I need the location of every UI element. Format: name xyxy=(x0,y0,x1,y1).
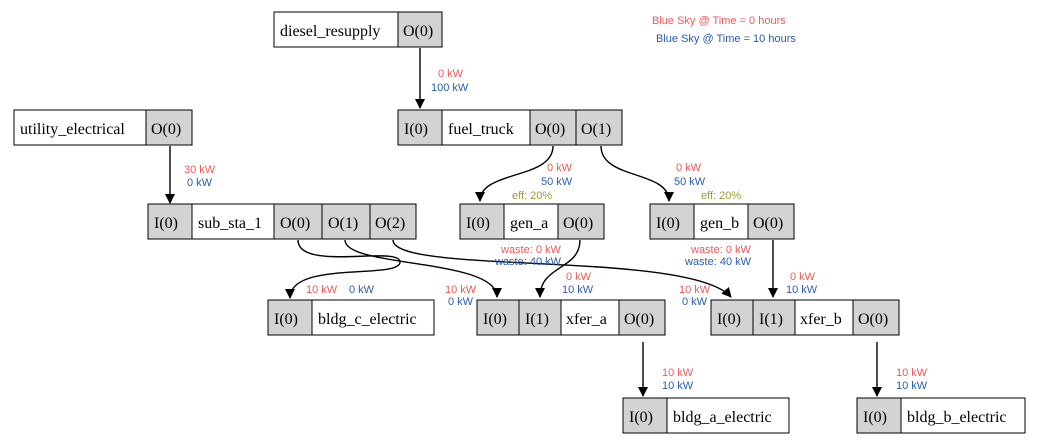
flow-label-t0: 0 kW xyxy=(790,271,816,283)
waste-label-t0: waste: 0 kW xyxy=(690,244,752,256)
node-bldg-a-electric[interactable]: I(0) bldg_a_electric xyxy=(622,397,790,434)
node-label: bldg_c_electric xyxy=(318,311,417,328)
node-label: xfer_b xyxy=(800,311,842,328)
efficiency-label: eff: 20% xyxy=(512,190,552,202)
node-fuel-truck[interactable]: I(0) fuel_truck O(0) O(1) xyxy=(397,109,623,146)
node-xfer-b[interactable]: I(0) I(1) xfer_b O(0) xyxy=(710,299,900,336)
output-port: O(0) xyxy=(563,215,593,232)
input-port: I(0) xyxy=(466,215,490,232)
edges xyxy=(165,48,882,397)
legend-t0: Blue Sky @ Time = 0 hours xyxy=(652,15,786,27)
output-port: O(0) xyxy=(403,23,433,40)
flow-label-t10: 50 kW xyxy=(541,176,573,188)
flow-label-t0: 0 kW xyxy=(547,162,573,174)
legend: Blue Sky @ Time = 0 hours Blue Sky @ Tim… xyxy=(652,15,796,45)
flow-label-t10: 0 kW xyxy=(448,296,474,308)
node-xfer-a[interactable]: I(0) I(1) xfer_a O(0) xyxy=(476,299,666,336)
input-port: I(1) xyxy=(759,311,783,328)
flow-label-t0: 10 kW xyxy=(445,284,477,296)
node-utility-electrical[interactable]: utility_electrical O(0) xyxy=(13,109,193,146)
edge-sub-to-bldg-c xyxy=(285,239,401,299)
edge-fuel-truck-to-gen-a xyxy=(475,145,554,202)
node-bldg-b-electric[interactable]: I(0) bldg_b_electric xyxy=(856,397,1026,434)
flow-label-t0: 30 kW xyxy=(184,164,216,176)
node-label: xfer_a xyxy=(566,311,607,328)
output-port: O(0) xyxy=(753,215,783,232)
flow-label-t0: 10 kW xyxy=(896,367,928,379)
legend-t10: Blue Sky @ Time = 10 hours xyxy=(656,33,796,45)
flow-label-t10: 50 kW xyxy=(674,176,706,188)
flow-label-t10: 10 kW xyxy=(786,284,818,296)
flow-label-t10: 0 kW xyxy=(187,177,213,189)
waste-label-t10: waste: 40 kW xyxy=(494,256,562,268)
input-port: I(0) xyxy=(483,311,507,328)
flow-label-t10: 10 kW xyxy=(896,380,928,392)
input-port: I(0) xyxy=(404,121,428,138)
flow-label-t0: 10 kW xyxy=(662,367,694,379)
node-label: sub_sta_1 xyxy=(198,215,262,232)
node-gen-b[interactable]: I(0) gen_b O(0) xyxy=(649,203,795,240)
node-label: fuel_truck xyxy=(448,121,514,138)
waste-label-t0: waste: 0 kW xyxy=(500,244,562,256)
waste-label-t10: waste: 40 kW xyxy=(684,256,752,268)
flow-label-t0: 0 kW xyxy=(676,162,702,174)
flow-label-t0: 10 kW xyxy=(679,284,711,296)
input-port: I(0) xyxy=(717,311,741,328)
input-port: I(0) xyxy=(863,409,887,426)
flow-label-t10: 100 kW xyxy=(431,82,469,94)
flow-label-t0: 0 kW xyxy=(566,271,592,283)
output-port: O(0) xyxy=(151,121,181,138)
output-port: O(2) xyxy=(375,215,405,232)
output-port: O(1) xyxy=(581,121,611,138)
node-label: diesel_resupply xyxy=(280,23,380,40)
node-bldg-c-electric[interactable]: I(0) bldg_c_electric xyxy=(267,299,435,336)
flow-label-t0: 0 kW xyxy=(438,68,464,80)
input-port: I(0) xyxy=(629,409,653,426)
edge-gen-a-to-xfer-a xyxy=(535,239,581,298)
output-port: O(0) xyxy=(280,215,310,232)
edge-sub-to-xfer-a xyxy=(344,239,502,298)
flow-label-t10: 10 kW xyxy=(662,380,694,392)
input-port: I(1) xyxy=(525,311,549,328)
edge-sub-to-xfer-b xyxy=(392,239,732,298)
input-port: I(0) xyxy=(154,215,178,232)
flow-label-t0: 10 kW xyxy=(306,284,338,296)
input-port: I(0) xyxy=(274,311,298,328)
node-gen-a[interactable]: I(0) gen_a O(0) xyxy=(459,203,605,240)
output-port: O(1) xyxy=(328,215,358,232)
node-label: bldg_b_electric xyxy=(907,409,1007,426)
flow-label-t10: 0 kW xyxy=(682,296,708,308)
node-label: utility_electrical xyxy=(20,121,125,138)
flow-label-t10: 10 kW xyxy=(562,284,594,296)
node-sub-sta-1[interactable]: I(0) sub_sta_1 O(0) O(1) O(2) xyxy=(147,203,417,240)
node-diesel-resupply[interactable]: diesel_resupply O(0) xyxy=(273,11,443,48)
edge-fuel-truck-to-gen-b xyxy=(600,145,674,202)
input-port: I(0) xyxy=(656,215,680,232)
efficiency-label: eff: 20% xyxy=(701,190,741,202)
node-label: bldg_a_electric xyxy=(673,409,772,426)
output-port: O(0) xyxy=(624,311,654,328)
output-port: O(0) xyxy=(535,121,565,138)
node-label: gen_a xyxy=(510,215,548,232)
output-port: O(0) xyxy=(858,311,888,328)
flow-label-t10: 0 kW xyxy=(349,284,375,296)
node-label: gen_b xyxy=(700,215,739,232)
